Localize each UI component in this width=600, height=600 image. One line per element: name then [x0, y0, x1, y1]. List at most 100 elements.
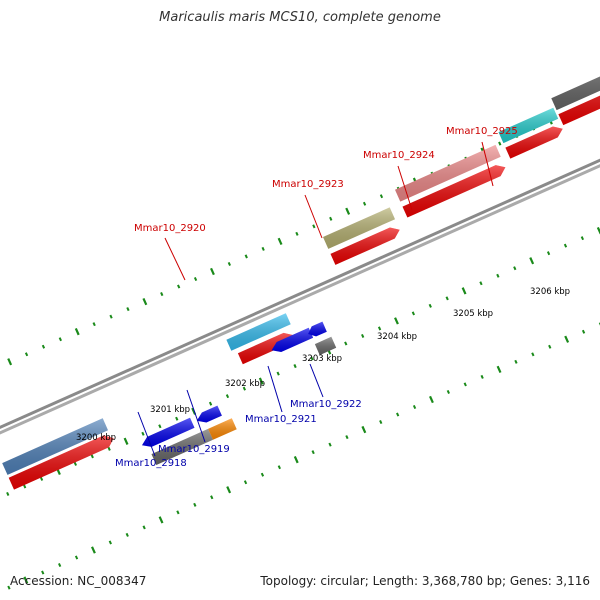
tick-mark-upper: [295, 231, 299, 236]
tick-mark-lower: [563, 243, 568, 248]
tick-mark-far: [260, 472, 265, 477]
tick-mark-upper: [24, 352, 29, 357]
feature-label-mmar10-2918-gray: Mmar10_2918: [115, 458, 187, 469]
tick-mark-upper: [109, 314, 113, 319]
tick-mark-lower: [361, 333, 365, 338]
backbone: [0, 158, 600, 435]
tick-mark-lower: [293, 364, 297, 369]
tick-mark-lower: [310, 356, 314, 361]
tick-mark-far: [361, 425, 367, 434]
tick-mark-upper: [177, 284, 181, 289]
tick-mark-far: [293, 456, 299, 464]
tick-mark-far: [226, 486, 232, 494]
tick-label: 3201 kbp: [150, 405, 190, 415]
topology-text: Topology: circular; Length: 3,368,780 bp…: [260, 574, 590, 588]
tick-mark-upper: [345, 207, 351, 215]
tick-mark-lower: [242, 386, 246, 391]
feature-shade-mmar10-2918-gray: [151, 428, 213, 465]
tick-mark-upper: [126, 307, 130, 312]
tick-mark-lower: [107, 446, 111, 451]
tick-label: 3206 kbp: [530, 287, 570, 297]
tick-mark-lower: [175, 416, 179, 421]
feature-shade-mmar10-2923-cds: [330, 227, 400, 265]
tick-mark-lower: [23, 484, 27, 489]
leader-line-mmar10-2920-gene: [164, 237, 186, 281]
tick-mark-lower: [158, 424, 162, 429]
tick-mark-lower: [377, 326, 382, 331]
tick-mark-upper: [329, 216, 333, 221]
tick-mark-upper: [41, 344, 46, 349]
leader-line-mmar10-2925-gene: [481, 141, 494, 187]
tick-mark-upper: [498, 141, 502, 146]
feature-shade-mmar10-2923-gene: [323, 207, 395, 249]
tick-mark-lower: [73, 461, 77, 466]
tick-mark-upper: [92, 322, 96, 327]
leader-line-mmar10-2918-gray: [137, 411, 156, 457]
feature-label-mmar10-2923-gene: Mmar10_2923: [272, 179, 344, 190]
tick-mark-upper: [210, 267, 215, 276]
feature-shade-mmar10-2924-gene: [395, 144, 501, 202]
feature-shade-mmar10-2925-cds: [505, 126, 563, 159]
tick-mark-far: [379, 420, 383, 425]
tick-mark-lower: [479, 281, 483, 286]
feature-shade-mmar10-2922-blue: [308, 321, 327, 337]
tick-mark-far: [41, 570, 45, 575]
tick-mark-upper: [277, 237, 283, 246]
tick-mark-far: [496, 365, 502, 374]
tick-mark-lower: [580, 236, 585, 241]
tick-mark-far: [328, 442, 332, 447]
feature-shade-mmar10-2925-gene: [498, 107, 559, 144]
tick-label: 3205 kbp: [453, 309, 493, 319]
feature-label-mmar10-2920-gene: Mmar10_2920: [134, 223, 206, 234]
tick-mark-far: [396, 412, 400, 417]
tick-mark-upper: [7, 358, 13, 366]
feature-shade-blue-gray-upper: [2, 418, 109, 475]
tick-mark-far: [564, 335, 570, 343]
tick-label: 3200 kbp: [76, 433, 116, 443]
feature-shade-mmar10-2919-orange: [208, 418, 237, 440]
tick-mark-far: [7, 585, 11, 590]
feature-shade-gray-far-right: [551, 76, 600, 111]
tick-mark-far: [91, 546, 96, 554]
tick-mark-lower: [546, 251, 551, 256]
tick-mark-far: [480, 374, 484, 379]
tick-mark-far: [58, 563, 62, 568]
tick-mark-upper: [362, 201, 367, 206]
figure-title: Maricaulis maris MCS10, complete genome: [159, 10, 441, 25]
tick-mark-upper: [261, 246, 265, 251]
tick-mark-far: [581, 329, 586, 334]
tick-mark-upper: [74, 328, 80, 336]
tick-label: 3203 kbp: [302, 354, 342, 364]
tick-mark-lower: [513, 266, 517, 271]
tick-mark-far: [311, 450, 315, 455]
feature-label-mmar10-2922-gray: Mmar10_2922: [290, 399, 362, 410]
leader-line-mmar10-2924-gene: [397, 165, 413, 211]
tick-label: 3202 kbp: [225, 379, 265, 389]
tick-mark-lower: [411, 311, 416, 316]
tick-mark-upper: [312, 224, 316, 229]
tick-mark-lower: [428, 303, 432, 308]
tick-mark-far: [108, 540, 112, 545]
tick-mark-far: [193, 502, 197, 507]
feature-label-mmar10-2921-blue: Mmar10_2921: [245, 414, 317, 425]
tick-mark-far: [548, 344, 552, 349]
feature-shade-mmar10-2919-blue: [196, 405, 222, 423]
tick-mark-lower: [496, 273, 500, 278]
tick-mark-upper: [379, 194, 384, 199]
tick-mark-lower: [123, 437, 129, 445]
tick-mark-lower: [461, 287, 467, 295]
tick-mark-lower: [445, 296, 449, 301]
leader-line-mmar10-2922-gray: [309, 363, 324, 398]
feature-label-mmar10-2924-gene: Mmar10_2924: [363, 150, 435, 161]
tick-mark-far: [23, 576, 29, 584]
tick-mark-lower: [596, 226, 600, 235]
features: [2, 76, 600, 490]
backbone-strand-forward: [0, 158, 600, 430]
tick-mark-upper: [244, 254, 248, 259]
tick-mark-far: [446, 389, 450, 394]
tick-mark-far: [531, 352, 535, 357]
tick-mark-lower: [90, 454, 94, 459]
tick-mark-far: [210, 495, 214, 500]
